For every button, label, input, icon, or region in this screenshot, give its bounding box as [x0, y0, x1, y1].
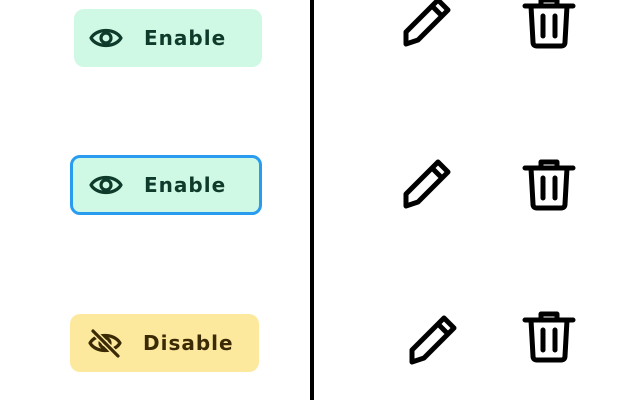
enable-button-focused[interactable]: Enable — [70, 155, 262, 215]
disable-button-label: Disable — [143, 331, 234, 355]
vertical-divider — [310, 0, 314, 400]
eye-icon — [88, 170, 124, 200]
trash-icon — [522, 159, 576, 211]
pencil-icon — [403, 159, 451, 209]
pencil-icon — [403, 0, 451, 47]
trash-icon — [522, 0, 576, 49]
disable-button[interactable]: Disable — [70, 314, 259, 372]
delete-button[interactable] — [519, 0, 579, 52]
delete-button[interactable] — [519, 306, 579, 366]
trash-icon — [522, 311, 576, 363]
edit-button[interactable] — [400, 154, 460, 214]
eye-icon — [88, 23, 124, 53]
enable-button-label: Enable — [144, 173, 227, 197]
enable-button[interactable]: Enable — [74, 9, 262, 67]
enable-button-label: Enable — [144, 26, 227, 50]
edit-button[interactable] — [400, 0, 460, 52]
delete-button[interactable] — [519, 154, 579, 214]
pencil-icon — [409, 315, 457, 365]
eye-slash-icon — [87, 328, 123, 358]
edit-button[interactable] — [406, 310, 466, 370]
